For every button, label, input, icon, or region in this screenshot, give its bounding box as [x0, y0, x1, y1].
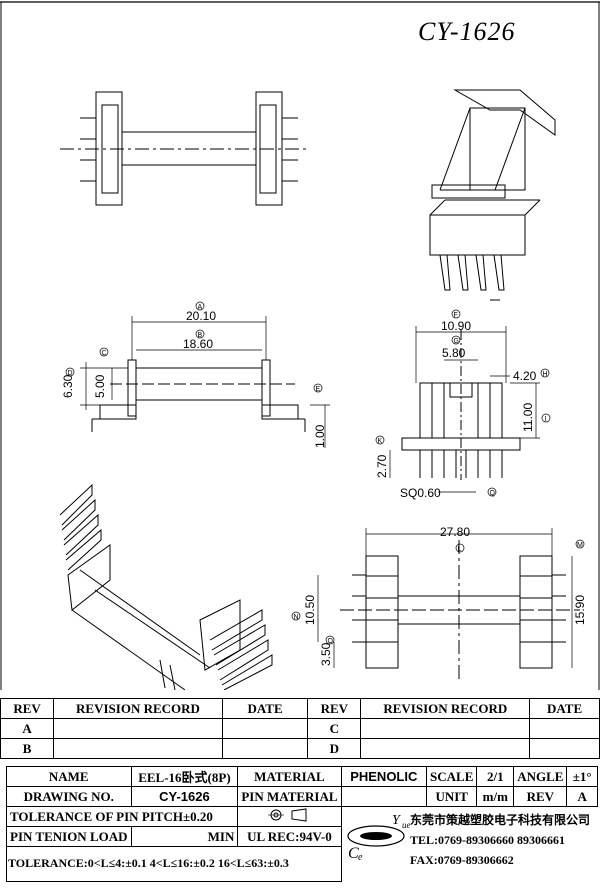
- svg-text:H: H: [543, 371, 548, 378]
- marker-i: I: [541, 413, 551, 423]
- dim-side-width: 10.90: [441, 319, 471, 333]
- drawing-title: CY-1626: [418, 17, 516, 46]
- marker-d: D: [65, 367, 75, 377]
- dim-pin-offset: 1.00: [313, 424, 327, 448]
- company-info: 东莞市策越塑胶电子科技有限公司 TEL:0769-89306660 893066…: [410, 810, 598, 870]
- svg-text:L: L: [458, 546, 462, 553]
- dim-pin-span: 10.50: [303, 595, 317, 625]
- marker-c: C: [99, 347, 109, 357]
- dim-overall-length: 20.10: [186, 309, 216, 323]
- front-view: [80, 316, 330, 448]
- company-fax: FAX:0769-89306662: [410, 853, 514, 867]
- marker-l: L: [455, 543, 465, 553]
- svg-text:e: e: [358, 852, 363, 863]
- dim-pin-section: SQ0.60: [400, 486, 441, 500]
- marker-e: E: [313, 383, 323, 393]
- rev-value: A: [566, 786, 598, 807]
- unit-label: UNIT: [426, 786, 478, 807]
- angle-label: ANGLE: [513, 766, 568, 787]
- marker-a: A: [195, 301, 205, 311]
- pin-material-label: PIN MATERIAL: [237, 786, 342, 807]
- svg-text:K: K: [378, 438, 383, 445]
- date-header-left: DATE: [221, 698, 309, 719]
- rev-row-d: D: [307, 738, 362, 759]
- name-label: NAME: [6, 766, 132, 787]
- scale-label: SCALE: [426, 766, 478, 787]
- marker-o: O: [325, 635, 335, 645]
- marker-q: Q: [487, 487, 497, 497]
- marker-k: K: [375, 435, 385, 445]
- svg-text:O: O: [328, 638, 334, 645]
- dim-inner-length: 18.60: [183, 337, 213, 351]
- marker-n: N: [291, 611, 301, 621]
- isometric-view-bottom: [59, 483, 273, 690]
- svg-text:N: N: [294, 614, 299, 621]
- company-tel: TEL:0769-89306660 89306661: [410, 833, 566, 847]
- top-view: [60, 91, 310, 206]
- dim-slot-width: 4.20: [513, 369, 537, 383]
- dim-footprint-width: 15.90: [573, 595, 587, 625]
- marker-m: M: [575, 539, 585, 549]
- tolerance-line: TOLERANCE:0<L≤4:±0.1 4<L≤16:±0.2 16<L≤63…: [8, 856, 289, 870]
- svg-text:Q: Q: [490, 490, 496, 497]
- svg-text:Y: Y: [392, 813, 402, 828]
- dim-side-height: 11.00: [521, 403, 535, 432]
- rev-row-b: B: [0, 738, 55, 759]
- dim-flange-height: 6.30: [61, 374, 75, 398]
- pin-tension-label: PIN TENION LOAD: [6, 826, 132, 847]
- marker-f: F: [451, 309, 461, 319]
- record-header-left: REVISION RECORD: [53, 698, 223, 719]
- svg-text:B: B: [198, 332, 203, 339]
- svg-text:C: C: [102, 350, 107, 357]
- svg-text:C: C: [348, 845, 359, 862]
- date-header-right: DATE: [529, 698, 600, 719]
- pin-symbol: [237, 806, 342, 827]
- side-view: [389, 326, 540, 493]
- company-name: 东莞市策越塑胶电子科技有限公司: [410, 813, 591, 827]
- revision-table: REV REVISION RECORD DATE REV REVISION RE…: [0, 698, 600, 759]
- name-value: EEL-16卧式(8P): [130, 766, 239, 787]
- marker-g: G: [451, 335, 461, 345]
- dim-pin-pitch: 3.50: [319, 642, 333, 666]
- dim-core-height: 5.00: [93, 374, 107, 398]
- bottom-view: [317, 528, 580, 680]
- rev-header-right: REV: [307, 698, 362, 719]
- angle-value: ±1°: [566, 766, 598, 787]
- min-label: MIN: [130, 826, 239, 847]
- rev-row-a: A: [0, 718, 55, 739]
- svg-text:G: G: [454, 338, 459, 345]
- marker-b: B: [195, 329, 205, 339]
- rev-label: REV: [513, 786, 568, 807]
- svg-text:A: A: [198, 304, 203, 311]
- ul-rec: UL REC:94V-0: [237, 826, 342, 847]
- drawing-no-value: CY-1626: [130, 786, 239, 807]
- rev-header-left: REV: [0, 698, 55, 719]
- svg-text:D: D: [68, 370, 73, 377]
- svg-text:ue: ue: [402, 820, 411, 830]
- dim-pin-length: 2.70: [375, 454, 389, 478]
- drawing-no-label: DRAWING NO.: [6, 786, 132, 807]
- marker-h: H: [540, 368, 550, 378]
- material-label: MATERIAL: [237, 766, 342, 787]
- rev-row-c: C: [307, 718, 362, 739]
- dim-core-width: 5.80: [442, 346, 466, 360]
- svg-text:F: F: [454, 312, 458, 319]
- company-logo: C e Y ue: [347, 813, 411, 863]
- svg-text:M: M: [577, 542, 583, 549]
- technical-drawing: CY-1626 20.10 18.60 6.30 5.00 1.00 10.90…: [0, 1, 600, 690]
- unit-value: m/m: [476, 786, 515, 807]
- scale-value: 2/1: [476, 766, 515, 787]
- svg-text:E: E: [316, 386, 321, 393]
- pitch-tolerance: TOLERANCE OF PIN PITCH±0.20: [5, 806, 239, 827]
- isometric-view-top: [429, 89, 556, 301]
- title-block: NAME EEL-16卧式(8P) MATERIAL PHENOLIC SCAL…: [5, 766, 598, 882]
- record-header-right: REVISION RECORD: [360, 698, 531, 719]
- material-value: PHENOLIC: [340, 766, 428, 787]
- projection-icon: [268, 807, 307, 822]
- dim-footprint-length: 27.80: [440, 525, 470, 539]
- svg-text:I: I: [545, 416, 547, 423]
